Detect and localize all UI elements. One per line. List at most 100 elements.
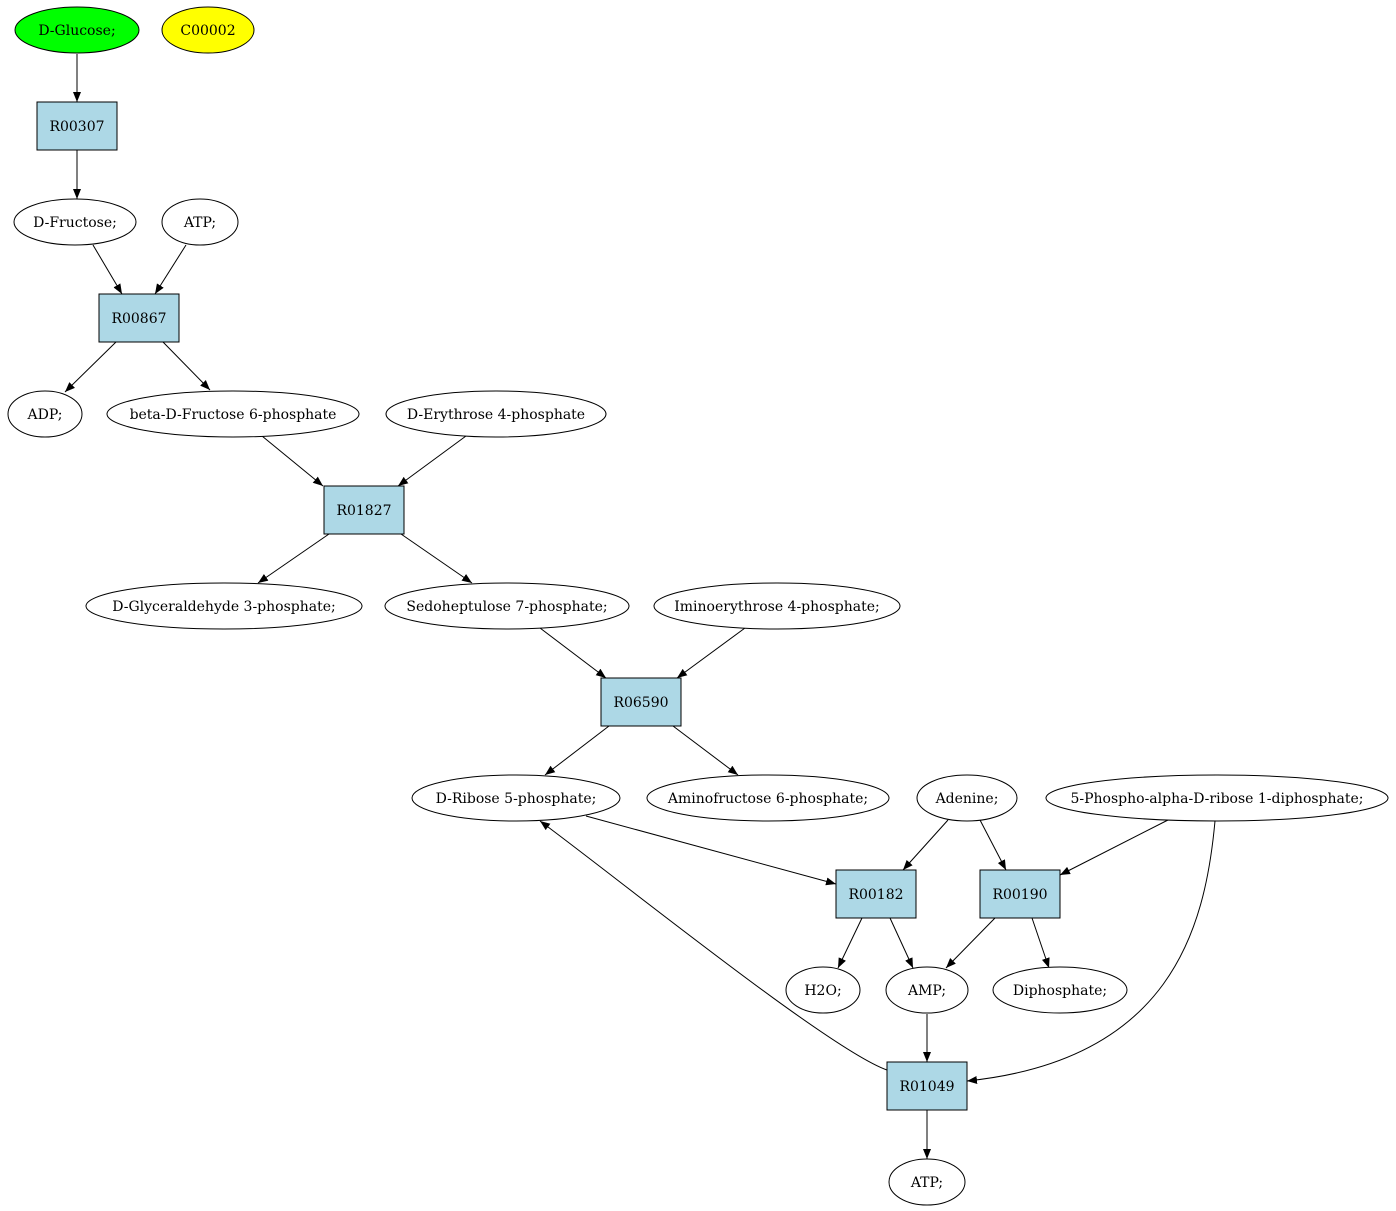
- reaction-box: [600, 677, 682, 727]
- reaction-node-r06590[interactable]: R06590: [600, 677, 682, 727]
- node-label: C00002: [180, 23, 235, 39]
- node-label: AMP;: [907, 983, 946, 999]
- reaction-box: [323, 485, 405, 535]
- compound-ellipse: [106, 390, 360, 438]
- reaction-box: [886, 1061, 968, 1111]
- compound-node-atp1[interactable]: ATP;: [161, 198, 239, 246]
- edge-atp1-to-r00867: [154, 244, 187, 295]
- compound-node-ie4p[interactable]: Iminoerythrose 4-phosphate;: [653, 582, 901, 630]
- compound-node-dg3p[interactable]: D-Glyceraldehyde 3-phosphate;: [85, 582, 363, 630]
- reaction-box: [98, 293, 180, 343]
- compound-ellipse: [161, 6, 255, 54]
- compound-node-amp[interactable]: AMP;: [885, 966, 969, 1014]
- node-label: D-Ribose 5-phosphate;: [436, 791, 597, 807]
- reaction-box: [835, 869, 917, 919]
- compound-ellipse: [1045, 774, 1389, 822]
- edge-r01827-to-s7p: [400, 533, 473, 584]
- compound-node-diphosphate[interactable]: Diphosphate;: [992, 966, 1128, 1014]
- node-label: Iminoerythrose 4-phosphate;: [674, 599, 879, 615]
- node-label: R00190: [992, 887, 1047, 903]
- compound-node-atp2[interactable]: ATP;: [888, 1158, 966, 1206]
- compound-ellipse: [646, 774, 890, 822]
- edge-r00182-to-h2o: [837, 917, 863, 969]
- compound-ellipse: [7, 390, 83, 438]
- edge-r00190-to-amp: [945, 917, 996, 969]
- node-label: R00182: [848, 887, 903, 903]
- compound-ellipse: [992, 966, 1128, 1014]
- compound-ellipse: [161, 198, 239, 246]
- edge-r01049-to-dr5p: [539, 820, 888, 1071]
- node-label: Sedoheptulose 7-phosphate;: [406, 599, 607, 615]
- node-label: D-Fructose;: [33, 215, 117, 231]
- edge-r01827-to-dg3p: [257, 533, 330, 584]
- compound-ellipse: [384, 582, 630, 630]
- node-label: Aminofructose 6-phosphate;: [667, 791, 868, 807]
- edges: [64, 54, 1216, 1159]
- node-label: ADP;: [27, 407, 63, 423]
- compound-node-fructose[interactable]: D-Fructose;: [13, 198, 137, 246]
- edge-prpp-to-r00190: [1059, 819, 1169, 876]
- compound-node-s7p[interactable]: Sedoheptulose 7-phosphate;: [384, 582, 630, 630]
- reaction-box: [979, 869, 1061, 919]
- edge-r00867-to-bdf6p: [162, 341, 211, 391]
- compound-ellipse: [13, 198, 137, 246]
- edge-bdf6p-to-r01827: [261, 435, 324, 487]
- edge-de4p-to-r01827: [397, 435, 467, 487]
- compound-node-adenine[interactable]: Adenine;: [916, 774, 1018, 822]
- node-label: R01827: [336, 503, 391, 519]
- compound-ellipse: [411, 774, 621, 822]
- compound-ellipse: [653, 582, 901, 630]
- edge-prpp-to-r01049: [966, 820, 1216, 1084]
- node-label: R01049: [899, 1079, 954, 1095]
- compound-ellipse: [885, 966, 969, 1014]
- reaction-node-r00307[interactable]: R00307: [36, 101, 118, 151]
- compound-node-prpp[interactable]: 5-Phospho-alpha-D-ribose 1-diphosphate;: [1045, 774, 1389, 822]
- compound-node-af6p[interactable]: Aminofructose 6-phosphate;: [646, 774, 890, 822]
- node-label: R00307: [49, 119, 104, 135]
- reaction-node-r01827[interactable]: R01827: [323, 485, 405, 535]
- node-label: beta-D-Fructose 6-phosphate: [130, 407, 337, 423]
- reaction-node-r00190[interactable]: R00190: [979, 869, 1061, 919]
- edge-dr5p-to-r00182: [585, 815, 837, 886]
- node-label: D-Erythrose 4-phosphate: [407, 407, 585, 423]
- compound-node-bdf6p[interactable]: beta-D-Fructose 6-phosphate: [106, 390, 360, 438]
- node-label: D-Glyceraldehyde 3-phosphate;: [112, 599, 335, 615]
- edge-fructose-to-r00867: [92, 244, 123, 295]
- node-label: Diphosphate;: [1013, 983, 1107, 999]
- reaction-box: [36, 101, 118, 151]
- edge-r00190-to-diphosphate: [1031, 917, 1050, 969]
- node-label: ATP;: [910, 1175, 943, 1191]
- node-label: ATP;: [183, 215, 216, 231]
- edge-r00182-to-amp: [889, 917, 914, 969]
- node-label: R06590: [613, 695, 668, 711]
- compound-ellipse: [385, 390, 607, 438]
- node-label: 5-Phospho-alpha-D-ribose 1-diphosphate;: [1070, 791, 1363, 807]
- edge-r06590-to-dr5p: [544, 725, 610, 776]
- compound-ellipse: [14, 6, 140, 54]
- reaction-node-r00182[interactable]: R00182: [835, 869, 917, 919]
- reaction-node-r00867[interactable]: R00867: [98, 293, 180, 343]
- edge-adenine-to-r00190: [979, 819, 1007, 871]
- node-label: D-Glucose;: [38, 23, 115, 39]
- node-label: R00867: [111, 311, 166, 327]
- compound-ellipse: [785, 966, 861, 1014]
- compound-node-adp[interactable]: ADP;: [7, 390, 83, 438]
- compound-ellipse: [916, 774, 1018, 822]
- edge-s7p-to-r06590: [539, 627, 607, 679]
- compound-node-glucose[interactable]: D-Glucose;: [14, 6, 140, 54]
- compound-ellipse: [85, 582, 363, 630]
- compound-node-de4p[interactable]: D-Erythrose 4-phosphate: [385, 390, 607, 438]
- edge-r00867-to-adp: [64, 341, 117, 393]
- node-label: Adenine;: [935, 791, 999, 807]
- node-label: H2O;: [804, 983, 841, 999]
- compound-node-dr5p[interactable]: D-Ribose 5-phosphate;: [411, 774, 621, 822]
- compound-node-c00002[interactable]: C00002: [161, 6, 255, 54]
- edge-r06590-to-af6p: [672, 725, 739, 776]
- reaction-node-r01049[interactable]: R01049: [886, 1061, 968, 1111]
- compound-node-h2o[interactable]: H2O;: [785, 966, 861, 1014]
- edge-adenine-to-r00182: [902, 819, 949, 871]
- compound-ellipse: [888, 1158, 966, 1206]
